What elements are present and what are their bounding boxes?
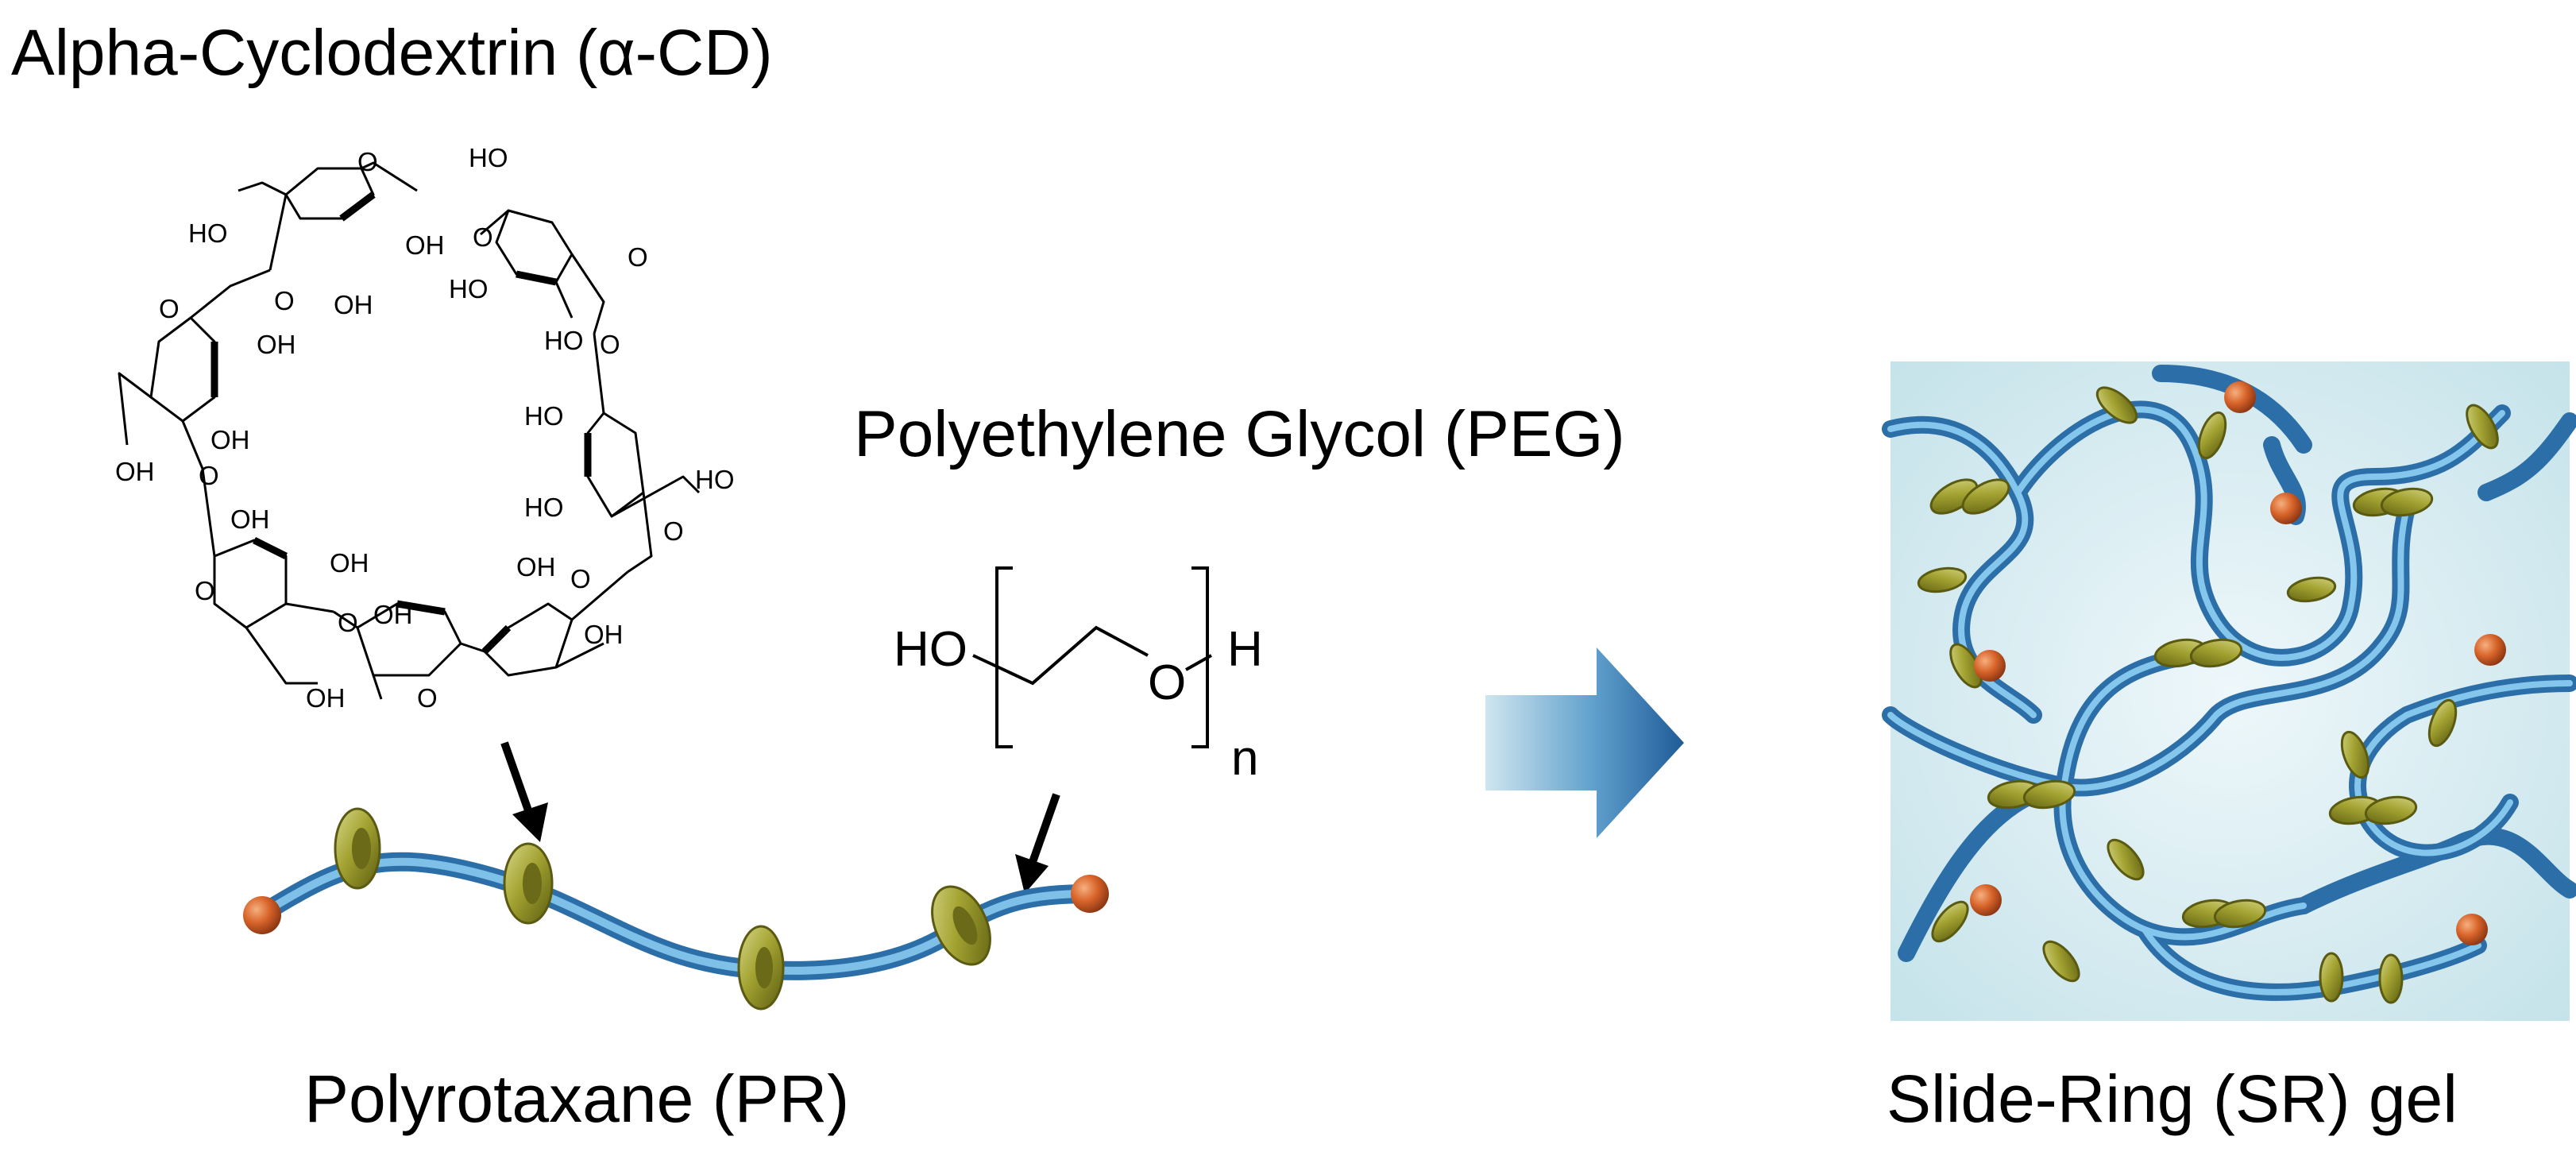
svg-text:OH: OH: [516, 552, 556, 582]
alpha-cd-structure: [118, 161, 701, 700]
polyrotaxane-title: Polyrotaxane (PR): [304, 1061, 850, 1136]
alpha-cd-atom-labels: O O O O O O O O O O O O HO OH HO OH HO H…: [115, 143, 735, 713]
peg-backbone: [972, 625, 1149, 686]
svg-text:OH: OH: [306, 683, 346, 713]
svg-text:OH: OH: [373, 600, 413, 629]
peg-title: Polyethylene Glycol (PEG): [854, 398, 1625, 470]
svg-text:HO: HO: [188, 218, 228, 248]
svg-text:O: O: [628, 242, 648, 272]
pr-ring: [503, 842, 554, 925]
svg-text:OH: OH: [334, 290, 373, 319]
svg-text:OH: OH: [405, 230, 445, 260]
peg-h-text: H: [1227, 622, 1263, 677]
svg-text:O: O: [473, 222, 493, 252]
gel-rings: [1917, 386, 2499, 1004]
svg-text:O: O: [570, 564, 591, 593]
sr-gel-title: Slide-Ring (SR) gel: [1887, 1061, 2458, 1136]
svg-text:O: O: [274, 286, 295, 315]
polyrotaxane-illustration: [243, 807, 1109, 1011]
svg-text:O: O: [199, 461, 219, 490]
cd-pointer-arrow: [500, 741, 532, 812]
svg-text:O: O: [357, 147, 378, 176]
pr-ring: [334, 807, 381, 890]
svg-text:HO: HO: [524, 401, 564, 431]
svg-text:O: O: [663, 516, 684, 546]
alpha-cd-title: Alpha-Cyclodextrin (α-CD): [11, 17, 773, 89]
svg-text:HO: HO: [695, 465, 735, 494]
peg-formula: HO O H n: [894, 566, 1263, 786]
svg-text:OH: OH: [210, 425, 250, 454]
svg-text:OH: OH: [330, 548, 369, 578]
cd-pointer-arrowhead: [512, 802, 548, 842]
pr-ring: [931, 885, 991, 966]
peg-ho-text: HO: [894, 622, 967, 677]
process-arrow: [1485, 647, 1684, 838]
svg-text:O: O: [417, 683, 438, 713]
sr-gel-illustration: [1882, 361, 2576, 1021]
svg-text:HO: HO: [544, 326, 584, 355]
svg-text:HO: HO: [524, 493, 564, 522]
svg-text:OH: OH: [230, 504, 270, 534]
gel-stoppers: [1970, 381, 2506, 945]
svg-text:OH: OH: [115, 457, 155, 486]
peg-right-bracket: [1191, 566, 1209, 748]
pr-ring: [737, 925, 785, 1011]
svg-text:O: O: [195, 576, 215, 605]
peg-pointer-arrowhead: [1015, 854, 1049, 894]
svg-text:HO: HO: [449, 274, 489, 303]
peg-pointer-arrow: [1029, 793, 1060, 864]
peg-oxygen-text: O: [1148, 655, 1186, 710]
peg-n-subscript: n: [1231, 731, 1258, 786]
svg-text:OH: OH: [584, 620, 624, 649]
svg-text:O: O: [338, 608, 358, 637]
pr-stopper-right: [1071, 875, 1109, 913]
peg-left-bracket: [995, 566, 1013, 748]
svg-text:OH: OH: [257, 330, 296, 359]
svg-text:O: O: [159, 294, 180, 323]
svg-text:HO: HO: [469, 143, 508, 172]
pr-stopper-left: [243, 896, 281, 934]
pointer-arrows: [500, 741, 1060, 894]
svg-text:O: O: [600, 330, 620, 359]
